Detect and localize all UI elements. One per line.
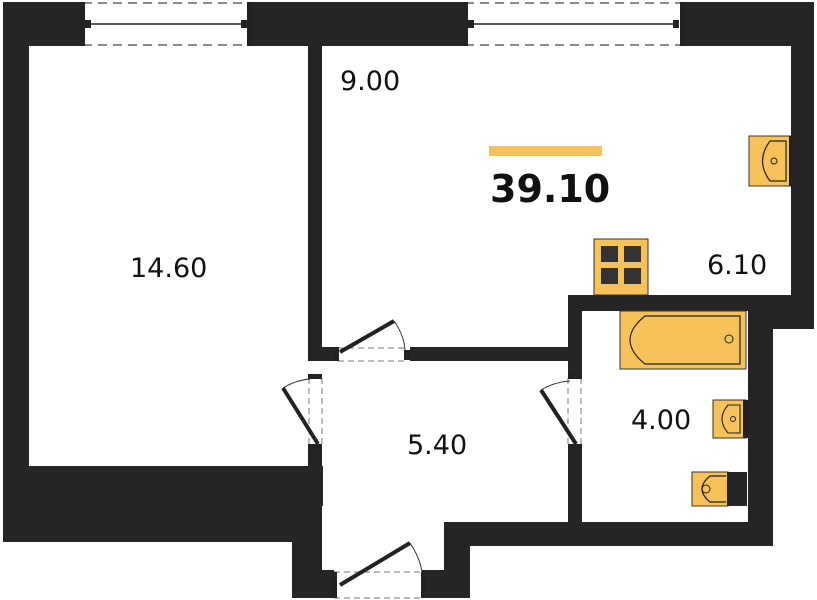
kitchen-sink-icon <box>748 135 793 187</box>
window-bedroom <box>80 2 252 46</box>
door-bedroom <box>281 374 323 449</box>
total-area-label: 39.10 <box>490 167 611 211</box>
room-area-bedroom: 14.60 <box>130 253 208 284</box>
door-entrance <box>332 541 426 599</box>
door-living <box>334 319 410 362</box>
window-living <box>463 2 685 46</box>
total-area-accent-bar <box>489 146 602 156</box>
room-area-bathroom: 4.00 <box>631 405 692 436</box>
door-bathroom <box>539 374 582 449</box>
room-area-kitchen: 6.10 <box>707 250 768 281</box>
toilet-icon <box>691 471 747 507</box>
bathroom-sink-icon <box>712 399 748 439</box>
stove-icon <box>593 238 649 296</box>
room-area-living-room: 9.00 <box>340 66 401 97</box>
walls <box>3 2 814 598</box>
room-area-hallway: 5.40 <box>407 430 468 461</box>
bathtub-icon <box>619 310 747 370</box>
